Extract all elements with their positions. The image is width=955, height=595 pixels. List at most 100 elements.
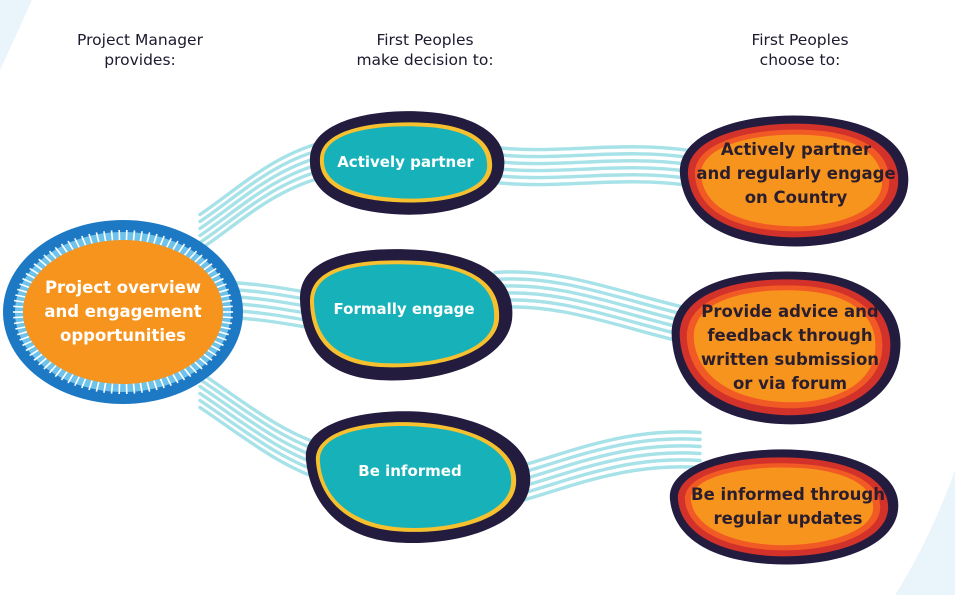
- hub-tick: [19, 335, 30, 341]
- hub-tick: [29, 349, 39, 357]
- hub-tick: [203, 263, 213, 271]
- hub-tick: [194, 361, 203, 370]
- hub-tick: [48, 364, 57, 374]
- outcome-label-1: Actively partner and regularly engage on…: [696, 140, 896, 207]
- hub-tick: [95, 381, 100, 392]
- hub-tick: [15, 326, 26, 330]
- outcome-node-1: [679, 115, 909, 247]
- hub-tick: [199, 357, 208, 366]
- hub-tick: [81, 378, 87, 389]
- stream-engage-to-out2-line: [493, 284, 687, 324]
- hub-tick: [172, 373, 179, 384]
- hub-tick: [159, 235, 165, 246]
- hub-tick: [88, 380, 93, 391]
- hub-tick: [88, 233, 93, 244]
- hub-tick: [103, 382, 107, 393]
- hub-tick: [210, 345, 221, 352]
- hub-tick: [17, 288, 28, 293]
- hub-node: [3, 220, 243, 404]
- stream-partner-to-out1-line: [493, 173, 692, 181]
- hub-ticks: [13, 229, 233, 395]
- outcome-fill-3: [690, 467, 874, 546]
- decision-fill-2: [313, 264, 495, 364]
- outcome-label-2: Provide advice and feedback through writ…: [700, 302, 880, 393]
- outcome-fill-2: [693, 290, 876, 403]
- header-project-manager: Project Manager provides:: [77, 31, 203, 69]
- hub-tick: [13, 316, 24, 319]
- outcome-node-3: [669, 449, 899, 565]
- decision-fill-3: [319, 426, 512, 528]
- hub-tick: [132, 230, 136, 241]
- stream-engage-to-out2-line: [493, 305, 687, 345]
- stream-partner-to-out1-line: [493, 180, 692, 188]
- hub-tick: [194, 254, 203, 263]
- hub-tick: [139, 382, 143, 393]
- hub-tick: [221, 321, 233, 325]
- hub-tick: [110, 230, 114, 241]
- hub-tick: [38, 258, 47, 267]
- hub-label: Project overview and engagement opportun…: [44, 278, 202, 345]
- hub-core: [23, 240, 223, 384]
- hub-tick: [210, 272, 221, 279]
- hub-tick: [17, 331, 28, 336]
- top-left-swoosh: [0, 0, 32, 70]
- stream-partner-to-out1-line: [493, 152, 692, 160]
- hub-tick: [74, 237, 80, 248]
- hub-tick: [110, 383, 114, 394]
- header-make-decision: First Peoples make decision to:: [356, 31, 494, 69]
- stream-partner-to-out1-line: [493, 159, 692, 167]
- hub-tick: [222, 305, 233, 308]
- hub-tick: [67, 373, 74, 384]
- hub-tick: [222, 316, 233, 319]
- hub-tick: [67, 240, 74, 251]
- hub-tick: [183, 368, 192, 378]
- hub-tick: [166, 237, 172, 248]
- hub-tick: [54, 246, 63, 256]
- hub-tick: [60, 371, 68, 381]
- hub-tick: [203, 353, 213, 361]
- hub-tick: [15, 294, 26, 298]
- hub-tick: [207, 349, 217, 357]
- decision-label-be-informed: Be informed: [358, 462, 462, 480]
- stream-informed-to-out3-line: [513, 451, 702, 491]
- hub-tick: [25, 272, 36, 279]
- hub-tick: [22, 277, 32, 284]
- hub-tick: [183, 246, 192, 256]
- decision-node-actively-partner: [309, 111, 505, 215]
- hub-tick: [33, 263, 43, 271]
- hub-tick: [189, 364, 198, 374]
- stream-informed-to-out3-line: [513, 430, 702, 470]
- stream-informed-to-out3-line: [513, 444, 702, 484]
- stream-hub-to-partner-line: [198, 173, 332, 252]
- hub-tick: [178, 371, 186, 381]
- hub-tick: [103, 231, 107, 242]
- decision-label-actively-partner: Actively partner: [337, 153, 474, 171]
- outcome-node-2: [671, 271, 901, 425]
- hub-tick: [132, 383, 136, 394]
- hub-tick: [13, 305, 24, 308]
- header-choose-to: First Peoples choose to:: [751, 31, 849, 69]
- stream-engage-to-out2-line: [493, 277, 687, 317]
- hub-tick: [22, 340, 32, 347]
- hub-tick: [54, 368, 63, 378]
- hub-tick: [216, 335, 227, 341]
- outcome-label-3: Be informed through regular updates: [691, 485, 885, 528]
- hub-tick: [153, 233, 158, 244]
- stream-informed-to-out3-line: [513, 437, 702, 477]
- stream-engage-to-out2-line: [493, 270, 687, 310]
- stream-engage-to-out2-line: [493, 298, 687, 338]
- hub-tick: [60, 243, 68, 253]
- hub-tick: [189, 250, 198, 260]
- hub-tick: [220, 326, 231, 330]
- hub-tick: [214, 277, 224, 284]
- hub-tick: [178, 243, 186, 253]
- stream-hub-to-partner-line: [198, 138, 332, 217]
- stream-informed-to-out3-line: [513, 465, 702, 505]
- decision-fill-1: [323, 126, 488, 199]
- hub-tick: [146, 232, 151, 243]
- hub-tick: [218, 288, 229, 293]
- stream-informed-to-out3-line: [513, 458, 702, 498]
